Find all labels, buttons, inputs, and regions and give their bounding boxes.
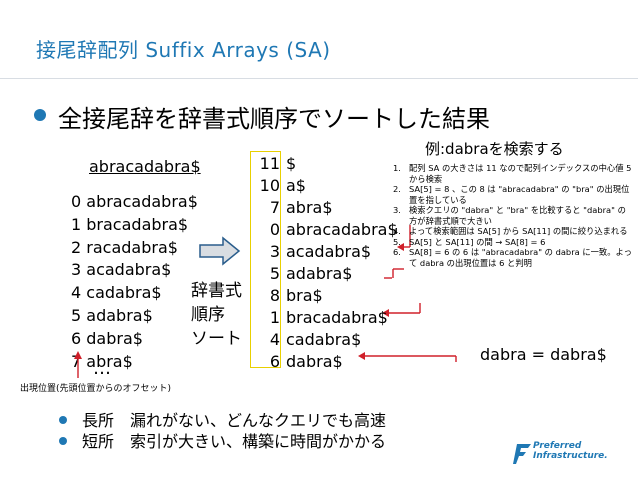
sorted-suffix: bracadabra$ (286, 308, 388, 327)
sorted-suffix: $ (286, 154, 297, 173)
suffix-item: 6 dabra$ (71, 328, 143, 348)
sa-index: 3 (269, 242, 280, 261)
suffix-list: 0 abracadabra$ 1 bracadabra$ 2 racadabra… (71, 191, 198, 373)
sorted-suffix: cadabra$ (286, 330, 362, 349)
sort-label: 辞書式 順序 ソート (191, 279, 242, 351)
step-text: SA[8] = 6 の 6 は "abracadabra" の dabra に一… (409, 247, 632, 268)
sa-index: 11 (259, 154, 280, 173)
sa-index: 10 (259, 176, 280, 195)
step-number: 2. (393, 184, 401, 194)
step-item: 4. よって検索範囲は SA[5] から SA[11] の間に絞り込まれる (393, 226, 633, 237)
sorted-suffix: abracadabra$ (286, 220, 398, 239)
sa-index: 5 (269, 264, 280, 283)
pros-text: 長所 漏れがない、どんなクエリでも高速 (82, 411, 387, 430)
suffix-item: 2 racadabra$ (71, 237, 178, 257)
suffix-item: 4 cadabra$ (71, 283, 162, 303)
sorted-suffix: adabra$ (286, 264, 353, 283)
sa-index: 4 (269, 330, 280, 349)
match-result: dabra = dabra$ (480, 345, 607, 364)
offset-note: 出現位置(先頭位置からのオフセット) (20, 384, 172, 394)
search-steps: 1.配列 SA の大きさは 11 なので配列インデックスの中心値 5 から検索 … (393, 163, 633, 268)
sort-label-line: 順序 (191, 305, 225, 325)
sort-label-line: ソート (191, 329, 242, 349)
step-item: 1. 配列 SA の大きさは 11 なので配列インデックスの中心値 5 から検索 (393, 163, 633, 184)
step-number: 3. (393, 205, 401, 215)
offset-pointer-head (74, 351, 82, 359)
right-arrow-icon (199, 236, 241, 266)
suffix-item: 3 acadabra$ (71, 260, 172, 280)
suffix-item: 0 abracadabra$ (71, 192, 198, 211)
bullet-dot (59, 416, 67, 424)
suffix-array-box (250, 151, 281, 368)
step-number: 1. (393, 163, 401, 173)
suffix-item: 7 abra$ (71, 351, 133, 371)
example-title: 例:dabraを検索する (425, 140, 564, 158)
step-text: SA[5] と SA[11] の間 → SA[8] = 6 (409, 236, 546, 247)
sorted-suffix: abra$ (286, 198, 333, 217)
sort-label-line: 辞書式 (191, 281, 242, 301)
company-logo-text: Preferred Infrastructure. (533, 441, 608, 461)
sorted-suffix: a$ (286, 176, 306, 195)
sa-index: 7 (269, 198, 280, 217)
step-text: よって検索範囲は SA[5] から SA[11] の間に絞り込まれる (409, 226, 628, 236)
suffix-item: 1 bracadabra$ (71, 214, 189, 234)
step-number: 4. (393, 226, 401, 236)
bullet-dot (59, 437, 67, 445)
sa-index: 6 (269, 352, 280, 371)
logo-line: Infrastructure. (533, 451, 608, 461)
logo-line: Preferred (533, 441, 582, 451)
title-divider (0, 78, 638, 79)
step-text: 検索クエリの "dabra" と "bra" を比較すると "dabra" の方… (409, 205, 626, 226)
step-number: 6. (393, 247, 401, 257)
sorted-suffix: acadabra$ (286, 242, 372, 261)
main-bullet-text: 全接尾辞を辞書式順序でソートした結果 (58, 105, 490, 133)
sorted-suffix: bra$ (286, 286, 323, 305)
slide-title: 接尾辞配列 Suffix Arrays (SA) (36, 38, 331, 62)
sorted-index-column: 11 10 7 0 3 5 8 1 4 6 (254, 153, 280, 373)
ellipsis: … (93, 358, 111, 379)
company-logo-icon (513, 444, 531, 464)
sa-index: 0 (269, 220, 280, 239)
step-number: 5. (393, 236, 401, 247)
sorted-suffix: dabra$ (286, 352, 343, 371)
sorted-suffix-column: $ a$ abra$ abracadabra$ acadabra$ adabra… (286, 153, 398, 373)
suffix-item: 5 adabra$ (71, 305, 153, 325)
step-item: 5. SA[5] と SA[11] の間 → SA[8] = 6 (393, 237, 633, 248)
step-item: 6. SA[8] = 6 の 6 は "abracadabra" の dabra … (393, 247, 633, 268)
step-text: 配列 SA の大きさは 11 なので配列インデックスの中心値 5 から検索 (409, 163, 632, 184)
step-item: 2. SA[5] = 8 、この 8 は "abracadabra" の "bra… (393, 184, 633, 205)
step-text: SA[5] = 8 、この 8 は "abracadabra" の "bra" … (409, 184, 630, 205)
sa-index: 1 (269, 308, 280, 327)
sa-index: 8 (269, 286, 280, 305)
bullet-dot (34, 109, 46, 121)
original-string: abracadabra$ (89, 157, 201, 176)
step-item: 3. 検索クエリの "dabra" と "bra" を比較すると "dabra" … (393, 205, 633, 226)
cons-text: 短所 索引が大きい、構築に時間がかかる (82, 432, 387, 451)
